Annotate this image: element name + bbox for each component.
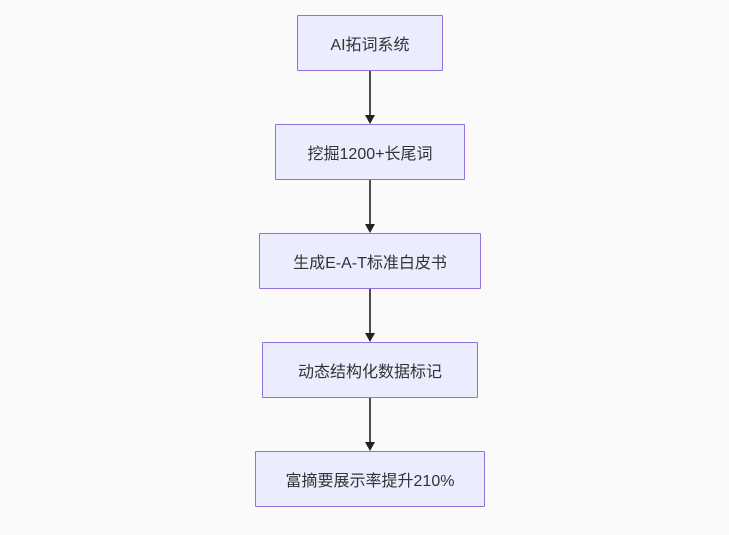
arrow-down-icon bbox=[365, 333, 375, 342]
flow-node-step-4: 动态结构化数据标记 bbox=[262, 342, 478, 398]
edge-line bbox=[369, 71, 371, 115]
edge-step-3-to-step-4 bbox=[365, 289, 375, 342]
flow-node-step-5: 富摘要展示率提升210% bbox=[255, 451, 485, 507]
arrow-down-icon bbox=[365, 224, 375, 233]
edge-step-2-to-step-3 bbox=[365, 180, 375, 233]
flow-node-step-2: 挖掘1200+长尾词 bbox=[275, 124, 465, 180]
edge-step-4-to-step-5 bbox=[365, 398, 375, 451]
arrow-down-icon bbox=[365, 442, 375, 451]
flow-node-label: 生成E-A-T标准白皮书 bbox=[293, 255, 447, 272]
flow-node-label: 挖掘1200+长尾词 bbox=[307, 146, 433, 163]
flow-node-step-1: AI拓词系统 bbox=[297, 15, 443, 71]
edge-line bbox=[369, 398, 371, 442]
edge-step-1-to-step-2 bbox=[365, 71, 375, 124]
flowchart: AI拓词系统 挖掘1200+长尾词 生成E-A-T标准白皮书 动态结构化数据标记 bbox=[255, 15, 485, 507]
flow-node-label: 富摘要展示率提升210% bbox=[285, 473, 455, 490]
edge-line bbox=[369, 180, 371, 224]
flow-node-step-3: 生成E-A-T标准白皮书 bbox=[259, 233, 481, 289]
flow-node-label: AI拓词系统 bbox=[330, 37, 410, 54]
arrow-down-icon bbox=[365, 115, 375, 124]
edge-line bbox=[369, 289, 371, 333]
flow-node-label: 动态结构化数据标记 bbox=[297, 364, 442, 381]
